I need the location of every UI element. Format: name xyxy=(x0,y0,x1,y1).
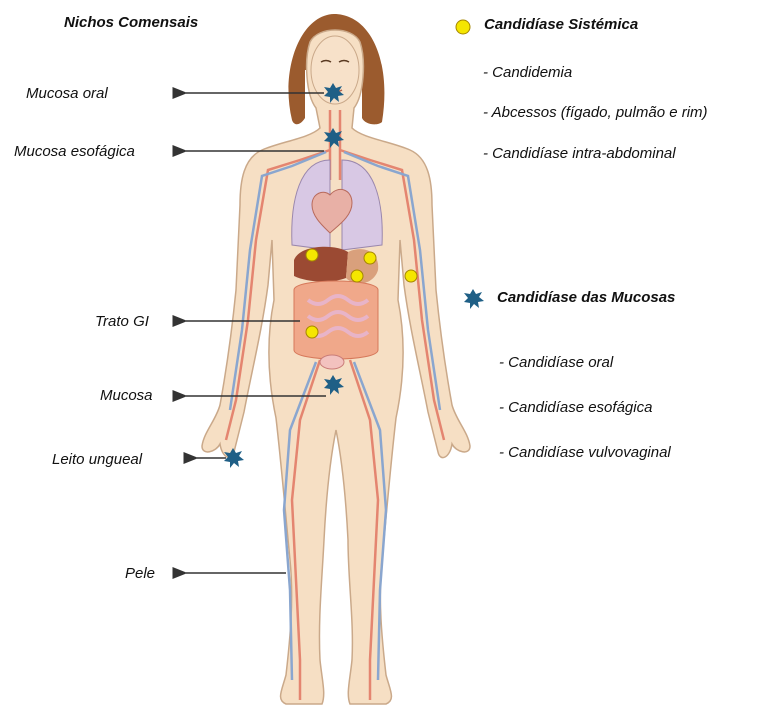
legend-systemic-icon xyxy=(456,20,470,34)
label-mucosa: Mucosa xyxy=(100,387,153,404)
commensal-header: Nichos Comensais xyxy=(64,14,198,31)
label-oral-mucosa: Mucosa oral xyxy=(26,85,108,102)
mucosal-item: - Candidíase oral xyxy=(499,354,613,371)
systemic-item: - Candidemia xyxy=(483,64,572,81)
systemic-item: - Candidíase intra-abdominal xyxy=(483,145,676,162)
mucosal-item: - Candidíase esofágica xyxy=(499,399,652,416)
systemic-item: - Abcessos (fígado, pulmão e rim) xyxy=(483,104,708,121)
systemic-title: Candidíase Sistémica xyxy=(484,16,638,33)
label-esophageal-mucosa: Mucosa esofágica xyxy=(14,143,135,160)
systemic-marker-kidney xyxy=(351,270,363,282)
label-skin: Pele xyxy=(125,565,155,582)
label-nail-bed: Leito ungueal xyxy=(52,451,142,468)
systemic-marker-intestine xyxy=(306,326,318,338)
bladder xyxy=(320,355,344,369)
systemic-marker-blood xyxy=(405,270,417,282)
label-gi-tract: Trato GI xyxy=(95,313,149,330)
systemic-marker-stomach xyxy=(364,252,376,264)
mucosal-title: Candidíase das Mucosas xyxy=(497,289,675,306)
systemic-marker-liver xyxy=(306,249,318,261)
mucosal-item: - Candidíase vulvovaginal xyxy=(499,444,671,461)
legend-mucosal-icon xyxy=(464,289,484,309)
liver xyxy=(294,247,348,282)
